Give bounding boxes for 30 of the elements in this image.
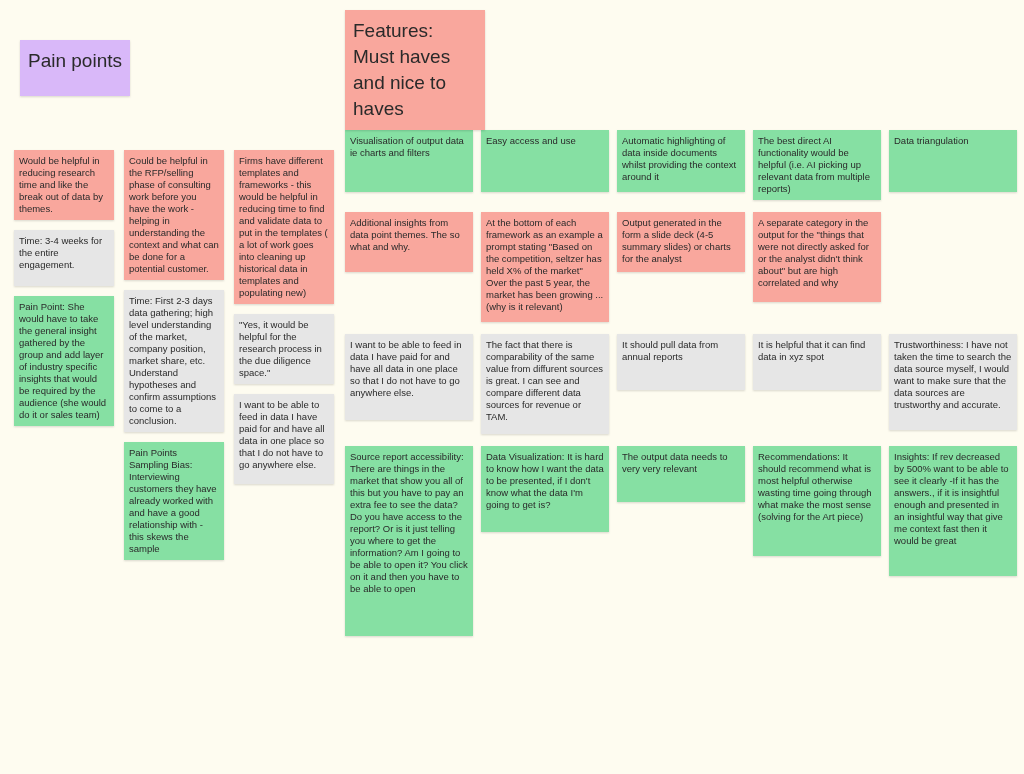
- sticky-note: Data Visualization: It is hard to know how I want the data to be presented, if I don't know what the data I'm going to get is?: [481, 446, 609, 532]
- sticky-note: Pain Points Sampling Bias: Interviewing customers they have already worked with and have a good relationship with - this skews the sample: [124, 442, 224, 560]
- sticky-note: A separate category in the output for the "things that were not directly asked for or the analyst didn't think about" but are high correlated and why: [753, 212, 881, 302]
- sticky-note: Could be helpful in the RFP/selling phase of consulting work before you have the work - helping in understanding the context and what can be done for a potential customer.: [124, 150, 224, 280]
- heading-note: Pain points: [20, 40, 130, 96]
- sticky-note: Easy access and use: [481, 130, 609, 192]
- sticky-note: Would be helpful in reducing research time and like the break out of data by themes.: [14, 150, 114, 220]
- sticky-note: Trustworthiness: I have not taken the time to search the data source myself, I would want to make sure that the data sources are trustworthy and accurate.: [889, 334, 1017, 430]
- sticky-note: I want to be able to feed in data I have paid for and have all data in one place so that I do not have to go anywhere else.: [345, 334, 473, 420]
- sticky-note: Source report accessibility: There are things in the market that show you all of this but you have to pay an extra fee to see the data? Do you have access to the report? Or is it just telling you where to get the information? Am I going to be able to open it? You click on it and then you have to be able to open: [345, 446, 473, 636]
- sticky-note: Insights: If rev decreased by 500% want to be able to see it clearly -If it has the answers., if it is insightful enough and presented in an insightful way that give me context fast then it would be great: [889, 446, 1017, 576]
- sticky-note: The best direct AI functionality would be helpful (i.e. AI picking up relevant data from multiple reports): [753, 130, 881, 200]
- sticky-note: Recommendations: It should recommend what is most helpful otherwise wasting time going through what make the most sense (solving for the Art piece): [753, 446, 881, 556]
- heading-note: Features: Must haves and nice to haves: [345, 10, 485, 130]
- sticky-note: Output generated in the form a slide deck (4-5 summary slides) or charts for the analyst: [617, 212, 745, 272]
- sticky-note: Time: First 2-3 days data gathering; high level understanding of the market, company position, market share, etc. Understand hypotheses and confirm assumptions to come to a conclusion.: [124, 290, 224, 432]
- sticky-note: Additional insights from data point themes. The so what and why.: [345, 212, 473, 272]
- sticky-note: Time: 3-4 weeks for the entire engagement.: [14, 230, 114, 286]
- sticky-note: I want to be able to feed in data I have paid for and have all data in one place so that I do not have to go anywhere else.: [234, 394, 334, 484]
- sticky-note: Visualisation of output data ie charts and filters: [345, 130, 473, 192]
- sticky-note: "Yes, it would be helpful for the research process in the due diligence space.": [234, 314, 334, 384]
- sticky-note: Automatic highlighting of data inside documents whilst providing the context around it: [617, 130, 745, 192]
- sticky-note: It is helpful that it can find data in xyz spot: [753, 334, 881, 390]
- sticky-note: Pain Point: She would have to take the general insight gathered by the group and add layer of industry specific insights that would be required by the audience (she would do it or sales team): [14, 296, 114, 426]
- sticky-note: It should pull data from annual reports: [617, 334, 745, 390]
- sticky-note: At the bottom of each framework as an example a prompt stating "Based on the competition, seltzer has held X% of the market" Over the past 5 year, the market has been growing ... (why is it relevant): [481, 212, 609, 322]
- sticky-note: Data triangulation: [889, 130, 1017, 192]
- sticky-note: The output data needs to very very relevant: [617, 446, 745, 502]
- sticky-note: Firms have different templates and frameworks - this would be helpful in reducing time to find and validate data to put in the templates ( a lot of work goes into cleaning up historical data in templates and populating new): [234, 150, 334, 304]
- sticky-note: The fact that there is comparability of the same value from diffurent sources is great. I can see and compare different data sources for revenue or TAM.: [481, 334, 609, 434]
